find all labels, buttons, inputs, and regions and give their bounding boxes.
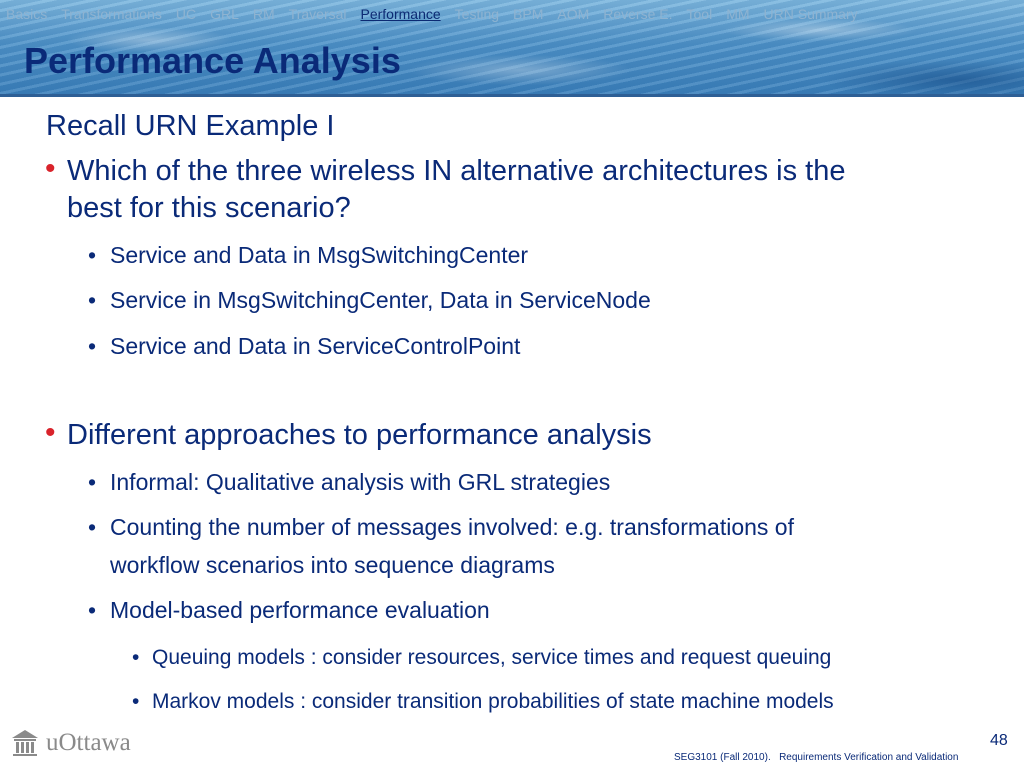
footer-caption: SEG3101 (Fall 2010). Requirements Verifi… xyxy=(674,752,958,763)
list-item-text: Markov models : consider transition prob… xyxy=(152,690,834,713)
list-item-option-2: • Service in MsgSwitchingCenter, Data in… xyxy=(88,287,651,314)
footer-course: SEG3101 (Fall 2010). xyxy=(674,752,771,763)
bullet-marker: • xyxy=(88,242,97,268)
slide-title: Performance Analysis xyxy=(24,40,401,81)
nav-item-urn-summary[interactable]: URN Summary xyxy=(763,6,858,22)
bullet-marker: • xyxy=(132,690,140,713)
header-divider xyxy=(0,94,1024,97)
list-item-counting-continued: workflow scenarios into sequence diagram… xyxy=(110,552,555,578)
nav-item-uc[interactable]: UC xyxy=(175,6,197,22)
bullet-marker: • xyxy=(88,287,97,313)
nav-item-testing[interactable]: Testing xyxy=(454,6,500,22)
bullet-marker: • xyxy=(88,597,97,623)
list-item-option-3: • Service and Data in ServiceControlPoin… xyxy=(88,333,521,360)
list-item-text: Counting the number of messages involved… xyxy=(110,514,794,540)
uottawa-logo: uOttawa xyxy=(10,728,131,758)
nav-item-transformations[interactable]: Transformations xyxy=(61,6,162,22)
header-banner xyxy=(0,0,1024,96)
nav-item-aom[interactable]: AOM xyxy=(557,6,590,22)
list-item-text: Service and Data in MsgSwitchingCenter xyxy=(110,242,529,268)
nav-item-performance[interactable]: Performance xyxy=(360,6,441,22)
nav-item-grl[interactable]: GRL xyxy=(210,6,239,22)
list-item-counting: • Counting the number of messages involv… xyxy=(88,514,794,541)
bullet-marker: • xyxy=(88,514,97,540)
nav-item-traversal[interactable]: Traversal xyxy=(288,6,347,22)
bullet-marker: • xyxy=(88,469,97,495)
bullet-approaches: • Different approaches to performance an… xyxy=(45,416,652,452)
page-number: 48 xyxy=(990,732,1008,749)
list-item-model-based: • Model-based performance evaluation xyxy=(88,597,490,624)
list-item-option-1: • Service and Data in MsgSwitchingCenter xyxy=(88,242,529,269)
list-item-text: Service and Data in ServiceControlPoint xyxy=(110,333,521,359)
list-item-text: Service in MsgSwitchingCenter, Data in S… xyxy=(110,287,651,313)
bullet-marker: • xyxy=(132,646,140,669)
slide-subtitle: Recall URN Example I xyxy=(46,110,335,142)
logo-wordmark: uOttawa xyxy=(46,729,131,756)
list-item-text: Model-based performance evaluation xyxy=(110,597,490,623)
nav-item-reverse-e[interactable]: Reverse E. xyxy=(603,6,673,22)
bullet-marker: • xyxy=(88,333,97,359)
nav-item-bpm[interactable]: BPM xyxy=(513,6,544,22)
nav-item-tool[interactable]: Tool xyxy=(686,6,713,22)
section-nav: Basics Transformations UC GRL RM Travers… xyxy=(6,6,1024,26)
nav-item-basics[interactable]: Basics xyxy=(6,6,48,22)
bullet-text: Which of the three wireless IN alternati… xyxy=(67,155,846,187)
bullet-marker: • xyxy=(45,152,56,185)
building-icon xyxy=(12,730,38,756)
nav-item-rm[interactable]: RM xyxy=(252,6,275,22)
list-item-markov-models: • Markov models : consider transition pr… xyxy=(132,690,834,714)
list-item-queuing-models: • Queuing models : consider resources, s… xyxy=(132,646,832,670)
nav-item-mm[interactable]: MM xyxy=(726,6,750,22)
list-item-text: Queuing models : consider resources, ser… xyxy=(152,646,832,669)
list-item-informal: • Informal: Qualitative analysis with GR… xyxy=(88,469,611,496)
bullet-architectures-continued: best for this scenario? xyxy=(67,192,351,224)
footer-topic: Requirements Verification and Validation xyxy=(779,752,959,763)
bullet-text: Different approaches to performance anal… xyxy=(67,419,652,451)
bullet-marker: • xyxy=(45,416,56,449)
list-item-text: Informal: Qualitative analysis with GRL … xyxy=(110,469,611,495)
bullet-architectures: • Which of the three wireless IN alterna… xyxy=(45,152,846,188)
